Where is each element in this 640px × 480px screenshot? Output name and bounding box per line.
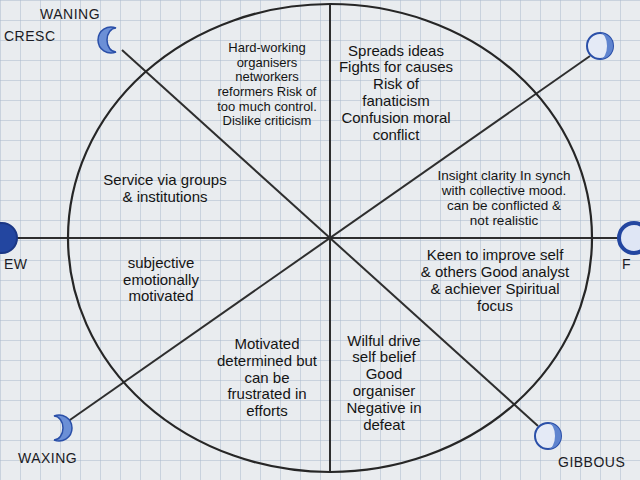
wheel-sector: Wilful drive self belief Good organiser … xyxy=(338,333,430,434)
waning-crescent-moon xyxy=(98,27,116,53)
vertical-line xyxy=(329,4,331,472)
moon-phase-label: CRESC xyxy=(4,28,56,44)
sector-text: Wilful drive self belief Good organiser … xyxy=(338,333,430,434)
moon-phase-label: WANING xyxy=(40,6,100,22)
sector-text: Insight clarity In synch with collective… xyxy=(436,168,572,228)
wheel-sector: Keen to improve self & others Good analy… xyxy=(420,247,570,314)
moon-shading xyxy=(600,33,613,59)
wheel-sector: Motivated determined but can be frustrat… xyxy=(212,336,322,420)
gibbous-moon xyxy=(535,423,561,449)
sector-text: Spreads ideas Fights for causes Risk of … xyxy=(338,43,454,144)
horizontal-axis xyxy=(0,237,640,239)
sector-text: subjective emotionally motivated xyxy=(98,255,224,305)
wheel-sector: Service via groups & institutions xyxy=(100,172,230,206)
sector-text: Motivated determined but can be frustrat… xyxy=(212,336,322,420)
wheel-sector: subjective emotionally motivated xyxy=(98,255,224,305)
moon-phase-label: GIBBOUS xyxy=(558,454,625,470)
full-moon xyxy=(619,223,640,253)
waxing-crescent-moon xyxy=(54,415,72,441)
sector-text: Service via groups & institutions xyxy=(100,172,230,206)
moon-phase-label: F xyxy=(622,256,631,272)
sector-text: Keen to improve self & others Good analy… xyxy=(420,247,570,314)
gibbous-moon xyxy=(587,33,613,59)
wheel-sector: Hard-working organisers networkers refor… xyxy=(212,41,322,128)
wheel-sector: Insight clarity In synch with collective… xyxy=(436,168,572,228)
moon-shading xyxy=(548,423,561,449)
wheel-circle xyxy=(68,4,592,472)
new-moon xyxy=(0,223,17,253)
diagonal-line xyxy=(67,56,590,422)
sector-text: Hard-working organisers networkers refor… xyxy=(212,41,322,128)
wheel-sector: Spreads ideas Fights for causes Risk of … xyxy=(338,43,454,144)
moon-phase-label: WAXING xyxy=(18,450,77,466)
moon-phase-label: EW xyxy=(4,256,28,272)
